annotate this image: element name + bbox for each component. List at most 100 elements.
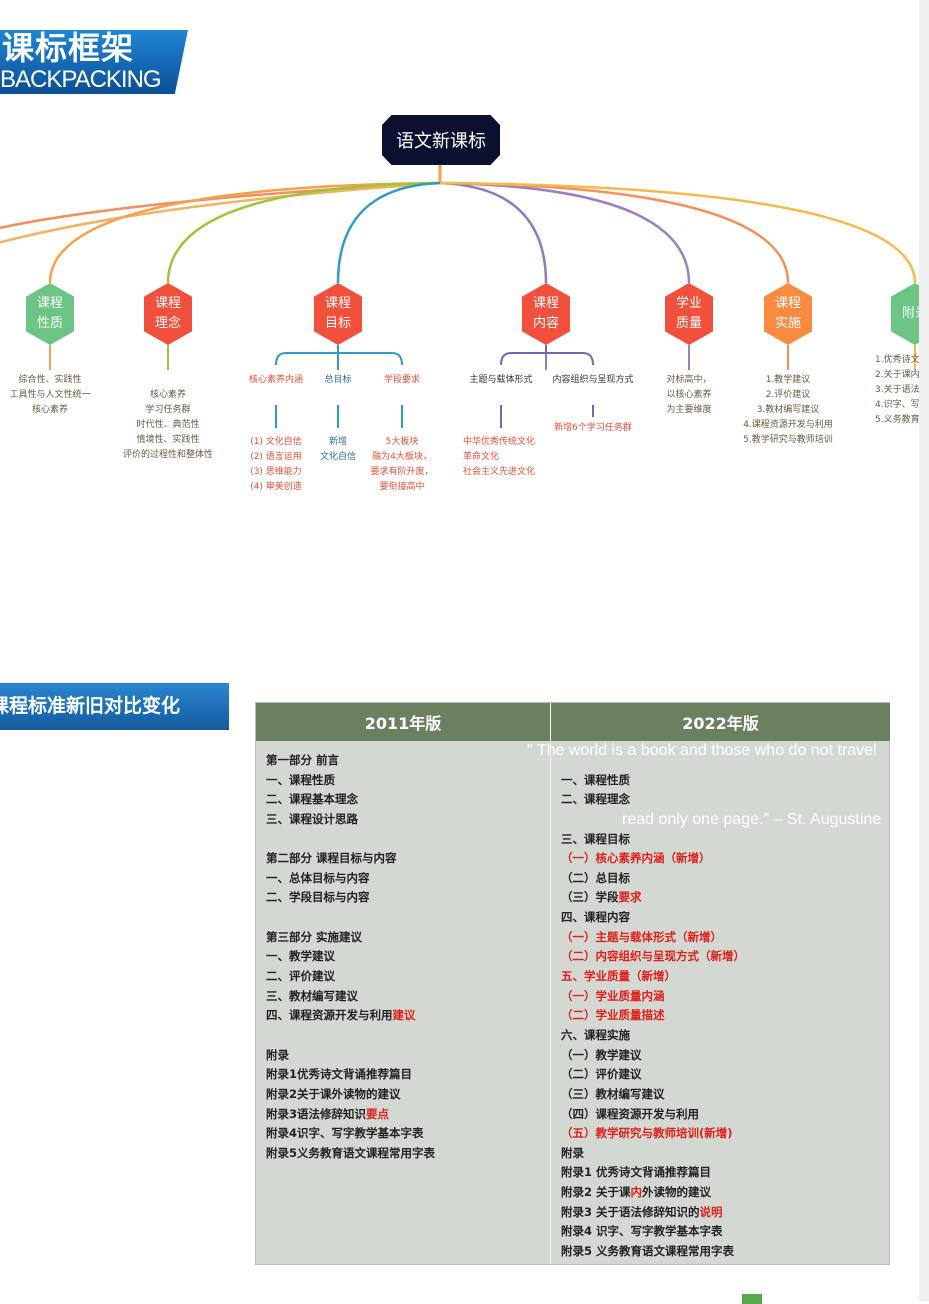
table-line: 附录2关于课外读物的建议 xyxy=(266,1085,435,1105)
table-line: 附录1优秀诗文背诵推荐篇目 xyxy=(266,1065,435,1085)
table-line: （二）总目标 xyxy=(561,869,745,889)
section-title-banner: 课标框架 BACKPACKING xyxy=(0,30,188,94)
table-text: 外读物的建议 xyxy=(642,1185,712,1200)
header-2022: 2022年版 xyxy=(551,703,890,741)
table-line xyxy=(266,1026,435,1046)
offscreen-connector xyxy=(0,181,441,244)
mindmap-connectors xyxy=(0,165,917,428)
table-text: 附录1 优秀诗文背诵推荐篇目 xyxy=(561,1165,712,1180)
table-line: 五、学业质量（新增） xyxy=(561,967,745,987)
table-line: （一）教学建议 xyxy=(561,1046,745,1066)
table-line: （一）学业质量内涵 xyxy=(561,987,745,1007)
table-text: 三、教材编写建议 xyxy=(266,988,358,1003)
table-line: 一、总体目标与内容 xyxy=(266,869,435,889)
table-line: 六、课程实施 xyxy=(561,1026,745,1046)
connector xyxy=(336,181,441,284)
table-line: 一、教学建议 xyxy=(266,947,435,967)
table-text: （三）教材编写建议 xyxy=(561,1086,665,1101)
table-line xyxy=(266,830,435,850)
table-line: 第三部分 实施建议 xyxy=(266,928,435,948)
mindmap-subnode: 总目标 xyxy=(324,375,352,385)
table-line: （五）教学研究与教师培训(新增) xyxy=(561,1124,745,1144)
table-line: （二）学业质量描述 xyxy=(561,1006,745,1026)
table-text: 四、课程内容 xyxy=(561,910,630,925)
table-text: 第三部分 实施建议 xyxy=(266,929,363,944)
table-text: 第二部分 课程目标与内容 xyxy=(266,851,397,866)
table-line: 附录5 义务教育语文课程常用字表 xyxy=(561,1242,745,1262)
table-line: 三、课程设计思路 xyxy=(266,810,435,830)
table-line: 附录4识字、写字教学基本字表 xyxy=(266,1124,435,1144)
mindmap: 语文新课标 课程性质综合性、实践性 工具性与人文性统一 核心素养课程理念核心素养… xyxy=(0,95,919,625)
footer-marker xyxy=(742,1294,762,1304)
scroll-gutter xyxy=(919,0,929,1301)
table-text: 附录3 关于语法修辞知识的 xyxy=(561,1204,700,1219)
table-line: 附录3 关于语法修辞知识的说明 xyxy=(561,1203,745,1223)
table-line: 三、教材编写建议 xyxy=(266,987,435,1007)
table-line: 附录 xyxy=(561,1144,745,1164)
table-text: （一）主题与载体形式（新增） xyxy=(561,929,722,944)
table-line: （二）内容组织与呈现方式（新增） xyxy=(561,947,745,967)
table-line: 附录3语法修辞知识要点 xyxy=(266,1105,435,1125)
table-text: 二、课程基本理念 xyxy=(266,792,358,807)
table-text: （二）总目标 xyxy=(561,870,630,885)
mindmap-node: 课程理念 xyxy=(144,283,192,345)
table-text: 一、总体目标与内容 xyxy=(266,870,370,885)
section2-title-text: 课程标准新旧对比变化 xyxy=(0,695,181,717)
table-text: （二）评价建议 xyxy=(561,1067,642,1082)
table-text: 附录3语法修辞知识 xyxy=(266,1106,367,1121)
section2-title: 课程标准新旧对比变化 xyxy=(0,683,229,730)
table-text: （二）学业质量描述 xyxy=(561,1008,665,1023)
mindmap-node-text: 对标高中， 以核心素养 为主要维度 xyxy=(666,375,712,415)
table-line: 三、课程目标 xyxy=(561,830,745,850)
table-line: 二、学段目标与内容 xyxy=(266,888,435,908)
column-divider xyxy=(550,703,551,1264)
table-text: 附录 xyxy=(266,1047,289,1062)
connector xyxy=(48,181,441,284)
section-title: 课标框架 xyxy=(2,29,135,67)
table-text: 附录4 识字、写字教学基本字表 xyxy=(561,1224,723,1239)
table-text: 一、课程性质 xyxy=(561,772,630,787)
connector xyxy=(439,181,790,284)
table-text: 六、课程实施 xyxy=(561,1027,630,1042)
table-text: 二、评价建议 xyxy=(266,969,335,984)
table-text: 附录2关于课外读物的建议 xyxy=(266,1086,401,1101)
mindmap-subnode-text: 新增 文化自信 xyxy=(319,437,356,462)
header-2011: 2011年版 xyxy=(256,703,550,741)
table-text: 说明 xyxy=(699,1204,723,1219)
table-text: 附录5义务教育语文课程常用字表 xyxy=(266,1145,435,1160)
mindmap-subnode-text: (1) 文化自信 (2) 语言运用 (3) 思维能力 (4) 审美创造 xyxy=(250,437,302,492)
table-text: 第一部分 前言 xyxy=(266,753,340,767)
quote-line-2: read only one page." – St. Augustine xyxy=(622,811,882,828)
table-line: 第一部分 前言 xyxy=(266,751,435,771)
column-2011: 第一部分 前言一、课程性质二、课程基本理念三、课程设计思路第二部分 课程目标与内… xyxy=(266,751,435,1163)
table-text: 五、学业质量（新增） xyxy=(561,969,676,984)
mindmap-node: 学业质量 xyxy=(665,283,713,345)
mindmap-subnode: 学段要求 xyxy=(383,375,420,385)
mindmap-subnode-text: 5大板块 融为4大板块， 要求有阶升度， 要衔接高中 xyxy=(370,437,434,492)
connector xyxy=(166,181,441,284)
table-line: 二、课程基本理念 xyxy=(266,790,435,810)
mindmap-node: 课程内容 xyxy=(522,283,570,345)
table-line: 一、课程性质 xyxy=(266,771,435,791)
section-subtitle: BACKPACKING xyxy=(0,66,162,93)
table-text: 建议 xyxy=(392,1008,416,1023)
branch-connector xyxy=(500,345,594,366)
table-text: 附录 xyxy=(561,1145,584,1160)
table-text: （一）学业质量内涵 xyxy=(561,988,665,1003)
table-line: 附录5义务教育语文课程常用字表 xyxy=(266,1144,435,1164)
table-text: （一）核心素养内涵（新增） xyxy=(561,851,711,866)
table-line: （一）核心素养内涵（新增） xyxy=(561,849,745,869)
table-text: 附录4识字、写字教学基本字表 xyxy=(266,1126,424,1141)
comparison-table: 2011年版 2022年版 第一部分 前言一、课程性质二、课程基本理念三、课程设… xyxy=(255,702,890,1265)
mindmap-node: 课程实施 xyxy=(764,283,812,345)
mindmap-subnode-text: 中华优秀传统文化 革命文化 社会主义先进文化 xyxy=(463,437,536,477)
table-text: （五）教学研究与教师培训(新增) xyxy=(561,1126,733,1141)
table-text: 附录5 义务教育语文课程常用字表 xyxy=(561,1244,735,1259)
table-line: （三）教材编写建议 xyxy=(561,1085,745,1105)
table-line: 第二部分 课程目标与内容 xyxy=(266,849,435,869)
table-line: 四、课程资源开发与利用建议 xyxy=(266,1006,435,1026)
mindmap-subnode: 核心素养内涵 xyxy=(248,375,303,385)
table-line: 四、课程内容 xyxy=(561,908,745,928)
table-line: 附录4 识字、写字教学基本字表 xyxy=(561,1222,745,1242)
table-text: 一、教学建议 xyxy=(266,949,335,964)
